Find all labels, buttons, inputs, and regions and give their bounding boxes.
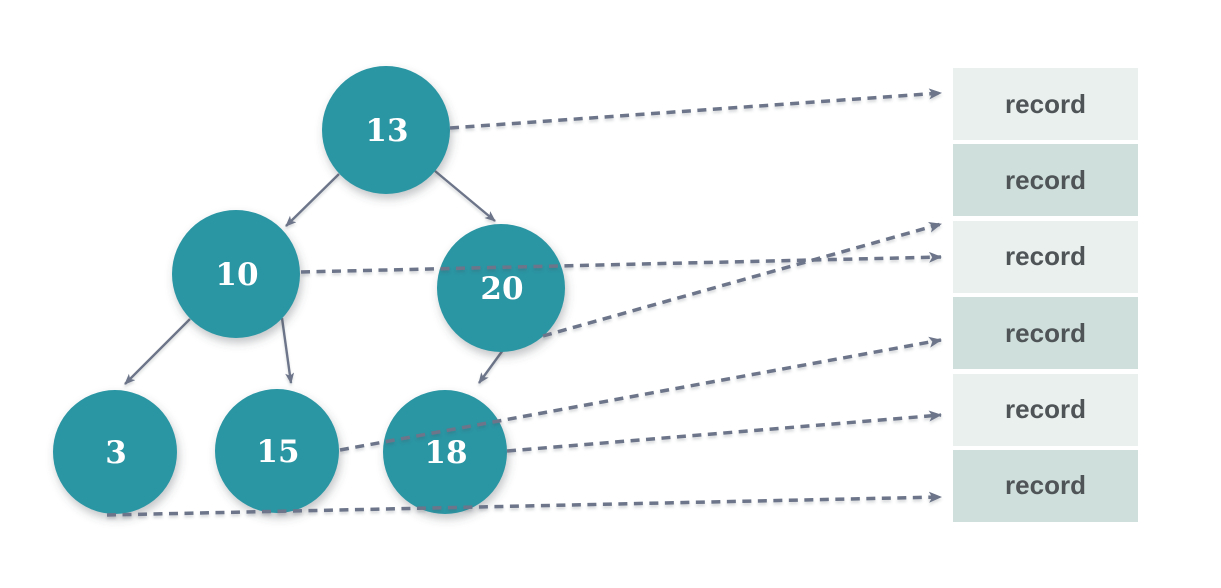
record-pointers — [106, 88, 942, 517]
record-label: record — [1005, 317, 1086, 348]
node-label: 3 — [105, 435, 127, 471]
record-row-4: record — [953, 297, 1138, 370]
node-circle — [437, 224, 565, 352]
node-circle — [172, 210, 300, 338]
tree-node-13: 13 — [322, 66, 450, 194]
pointer-3-to-record-6 — [106, 491, 942, 517]
node-circle — [53, 390, 177, 514]
record-row-2: record — [953, 144, 1138, 217]
pointer-18-to-record-5 — [506, 410, 942, 453]
record-label: record — [1005, 241, 1086, 272]
pointer-15-to-record-4 — [339, 336, 942, 452]
tree-node-10: 10 — [172, 210, 300, 338]
record-row-1: record — [953, 68, 1138, 140]
node-label: 13 — [365, 113, 408, 149]
record-row-5: record — [953, 373, 1138, 446]
node-circle — [322, 66, 450, 194]
pointer-10-to-record-3 — [300, 251, 942, 274]
record-label: record — [1005, 470, 1086, 501]
record-label: record — [1005, 164, 1086, 195]
record-row-3: record — [953, 220, 1138, 293]
node-circle — [383, 390, 507, 514]
node-circle — [215, 389, 339, 513]
pointer-13-to-record-1 — [449, 88, 942, 130]
tree-node-18: 18 — [383, 390, 507, 514]
record-label: record — [1005, 88, 1086, 119]
tree-node-15: 15 — [215, 389, 339, 513]
node-label: 15 — [256, 434, 299, 470]
node-label: 18 — [424, 435, 467, 471]
record-label: record — [1005, 394, 1086, 425]
tree-edges — [124, 170, 504, 385]
edge-20-18 — [478, 349, 504, 384]
record-list: record record record record record recor… — [953, 68, 1138, 522]
tree-node-20: 20 — [437, 224, 565, 352]
edge-13-10 — [285, 173, 340, 227]
edge-13-20 — [434, 170, 496, 222]
tree-nodes: 13 10 20 3 15 18 — [53, 66, 565, 514]
pointer-20-to-record-2 — [542, 221, 942, 338]
edge-10-3 — [124, 318, 191, 385]
tree-node-3: 3 — [53, 390, 177, 514]
node-label: 10 — [215, 257, 258, 293]
record-row-6: record — [953, 449, 1138, 522]
edge-10-15 — [280, 317, 295, 384]
node-label: 20 — [480, 271, 523, 307]
